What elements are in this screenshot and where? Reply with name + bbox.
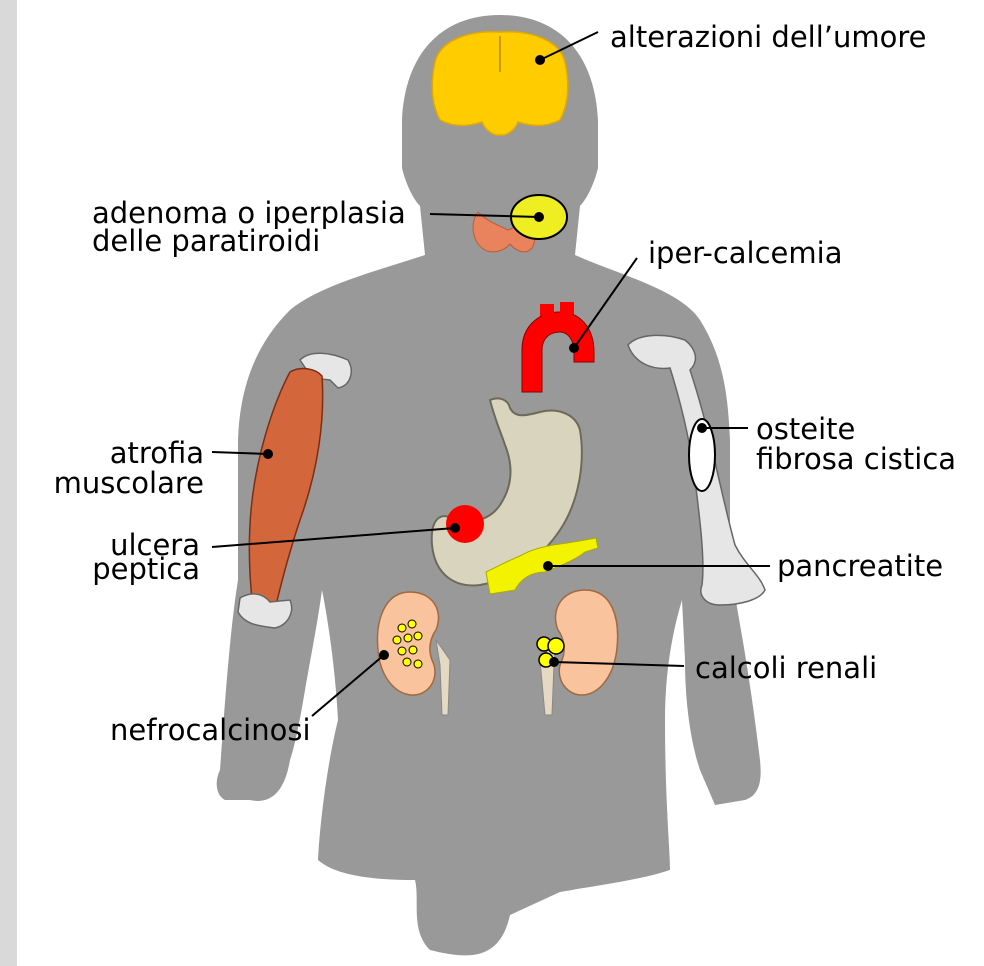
ulcer-spot — [446, 505, 484, 543]
label-pancreatitis: pancreatite — [777, 551, 943, 581]
label-ulcer-line2: peptica — [50, 554, 200, 584]
label-osteitis-line1: osteite — [756, 414, 855, 444]
label-hypercalcemia: iper-calcemia — [648, 238, 842, 268]
label-mood: alterazioni dell’umore — [610, 22, 927, 52]
label-nephrocalcinosis: nefrocalcinosi — [110, 715, 311, 745]
label-osteitis-line2: fibrosa cistica — [756, 444, 956, 474]
brain-icon — [432, 32, 567, 135]
label-muscle-line2: muscolare — [50, 468, 204, 498]
label-kidney-stones: calcoli renali — [695, 653, 877, 683]
label-muscle-line1: atrofia — [50, 438, 204, 468]
label-parathyroid-line2: delle paratiroidi — [92, 226, 320, 256]
